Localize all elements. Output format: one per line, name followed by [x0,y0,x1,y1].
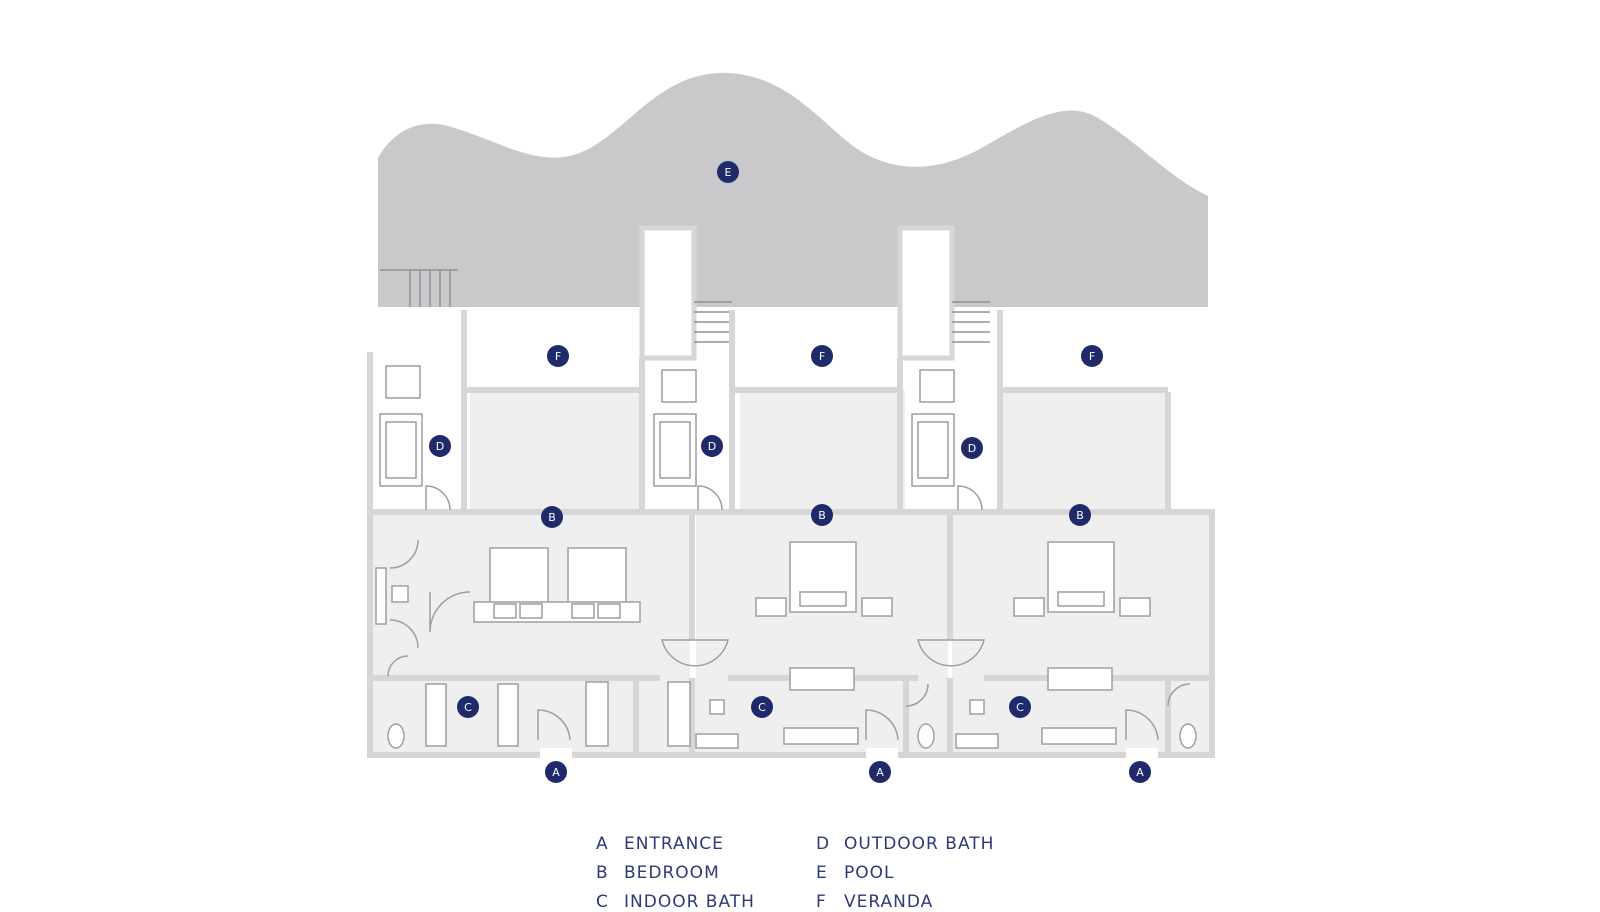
svg-text:E: E [725,166,732,179]
marker-indoor-bath-1: C [457,696,479,718]
legend: A ENTRANCE D OUTDOOR BATH B BEDROOM E POOL C… [596,834,1036,912]
bedroom-furniture [375,541,1151,625]
jetty-2 [897,225,955,361]
pool-steps [380,269,458,307]
legend-item: F VERANDA [816,892,1036,912]
marker-bedroom-2: B [811,504,833,526]
svg-text:F: F [819,350,825,363]
svg-text:C: C [464,701,472,714]
legend-item: A ENTRANCE [596,834,816,854]
marker-indoor-bath-2: C [751,696,773,718]
legend-key: A [596,834,609,854]
outdoor-bath-fixtures [379,365,955,487]
svg-text:C: C [758,701,766,714]
room-markers: E F F F D D D B B B C C C A A A [429,161,1151,783]
svg-text:B: B [1076,509,1084,522]
legend-key: E [816,863,828,883]
door-swings [387,485,1191,741]
legend-item: D OUTDOOR BATH [816,834,1036,854]
legend-text: INDOOR BATH [624,892,755,912]
legend-key: C [596,892,609,912]
marker-veranda-1: F [547,345,569,367]
jetty-1 [639,225,697,361]
svg-text:F: F [1089,350,1095,363]
svg-text:A: A [552,766,560,779]
legend-key: D [816,834,831,854]
interior-fills [372,390,1210,752]
svg-text:D: D [968,442,976,455]
marker-indoor-bath-3: C [1009,696,1031,718]
marker-veranda-2: F [811,345,833,367]
marker-bedroom-3: B [1069,504,1091,526]
marker-outdoor-bath-2: D [701,435,723,457]
marker-entrance-3: A [1129,761,1151,783]
svg-text:F: F [555,350,561,363]
svg-text:C: C [1016,701,1024,714]
jetty-steps [694,301,990,343]
entrance-gaps [540,748,1158,760]
legend-item: C INDOOR BATH [596,892,816,912]
legend-text: ENTRANCE [624,834,724,854]
marker-bedroom-1: B [541,506,563,528]
svg-text:A: A [1136,766,1144,779]
legend-text: VERANDA [844,892,934,912]
svg-text:B: B [548,511,556,524]
legend-item: B BEDROOM [596,863,816,883]
pool-area [378,72,1208,307]
marker-entrance-2: A [869,761,891,783]
svg-text:A: A [876,766,884,779]
marker-outdoor-bath-3: D [961,437,983,459]
svg-text:B: B [818,509,826,522]
marker-entrance-1: A [545,761,567,783]
svg-text:D: D [708,440,716,453]
legend-key: B [596,863,609,883]
marker-veranda-3: F [1081,345,1103,367]
legend-key: F [816,892,827,912]
indoor-bath-fixtures [387,667,1197,749]
legend-item: E POOL [816,863,1036,883]
marker-pool: E [717,161,739,183]
legend-text: BEDROOM [624,863,720,883]
marker-outdoor-bath-1: D [429,435,451,457]
legend-text: POOL [844,863,895,883]
legend-text: OUTDOOR BATH [844,834,995,854]
svg-text:D: D [436,440,444,453]
